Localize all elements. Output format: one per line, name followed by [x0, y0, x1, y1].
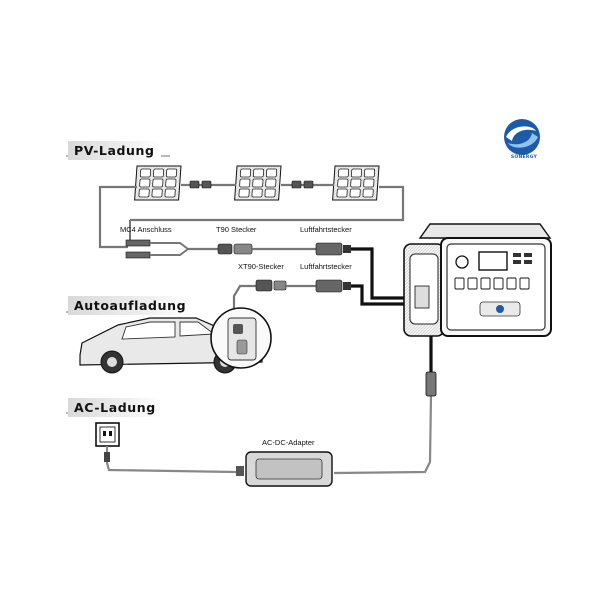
- label-xt90: XT90-Stecker: [238, 262, 284, 271]
- t90-connector-icon: [217, 243, 316, 255]
- ac-plug-icon: [104, 452, 110, 462]
- wall-socket-icon: [95, 422, 120, 447]
- label-aviation-top: Luftfahrtstecker: [300, 225, 352, 234]
- car-socket-zoom-icon: [210, 307, 272, 369]
- label-mc4: MC4 Anschluss: [120, 225, 172, 234]
- solar-panel-icon: [134, 165, 182, 201]
- section-label-pv: PV-Ladung: [68, 141, 161, 160]
- aviation-connector-icon-top: [315, 242, 351, 256]
- dc-plug-icon: [425, 371, 437, 397]
- solar-panel-icon: [332, 165, 380, 201]
- power-station-icon: [403, 223, 552, 337]
- mc4-branch-cable: [125, 220, 218, 259]
- label-t90: T90 Stecker: [216, 225, 257, 234]
- section-label-car: Autoaufladung: [68, 296, 193, 315]
- label-adapter: AC-DC-Adapter: [262, 438, 315, 447]
- solar-panel-icon: [234, 165, 282, 201]
- logo-text: SONERGY: [511, 154, 538, 160]
- section-label-ac: AC-Ladung: [68, 398, 162, 417]
- mc4-connector-icon: [189, 180, 314, 189]
- power-adapter-icon: [236, 451, 333, 487]
- label-aviation-bottom: Luftfahrtstecker: [300, 262, 352, 271]
- logo: SONERGY: [504, 119, 540, 160]
